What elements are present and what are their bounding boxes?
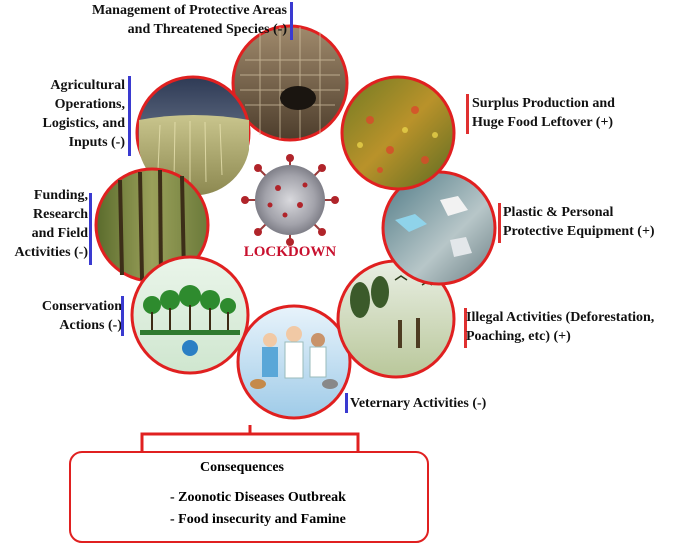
negative-bar bbox=[345, 393, 348, 413]
consequences-title: Consequences bbox=[200, 460, 285, 475]
protective-areas-circle bbox=[231, 24, 349, 142]
surplus-food-circle bbox=[340, 75, 456, 191]
label-surplus: Surplus Production and Huge Food Leftove… bbox=[472, 96, 615, 130]
virus-icon bbox=[241, 154, 339, 246]
label-protective-areas: Management of Protective Areas and Threa… bbox=[91, 3, 287, 37]
negative-bar bbox=[290, 2, 293, 40]
label-conservation: Conservation Actions (-) bbox=[41, 299, 122, 333]
funding-circle bbox=[94, 167, 210, 283]
label-funding: Funding, Research and Field Activities (… bbox=[14, 188, 88, 260]
label-agricultural: Agricultural Operations, Logistics, and … bbox=[42, 78, 125, 150]
consequences-bracket bbox=[140, 425, 360, 458]
positive-bar bbox=[498, 203, 501, 243]
positive-bar bbox=[466, 94, 469, 134]
negative-bar bbox=[89, 193, 92, 265]
label-veterinary: Veternary Activities (-) bbox=[350, 396, 487, 411]
positive-bar bbox=[464, 308, 467, 348]
negative-bar bbox=[121, 296, 124, 336]
lockdown-label: LOCKDOWN bbox=[244, 244, 337, 260]
negative-bar bbox=[128, 76, 131, 156]
label-plastic: Plastic & Personal Protective Equipment … bbox=[503, 205, 655, 239]
veterinary-circle bbox=[236, 304, 352, 420]
consequences-box bbox=[69, 451, 429, 543]
conservation-circle bbox=[130, 255, 250, 375]
label-illegal: Illegal Activities (Deforestation, Poach… bbox=[466, 310, 655, 344]
consequence-item: - Zoonotic Diseases Outbreak bbox=[170, 490, 346, 505]
consequence-item: - Food insecurity and Famine bbox=[170, 512, 346, 527]
